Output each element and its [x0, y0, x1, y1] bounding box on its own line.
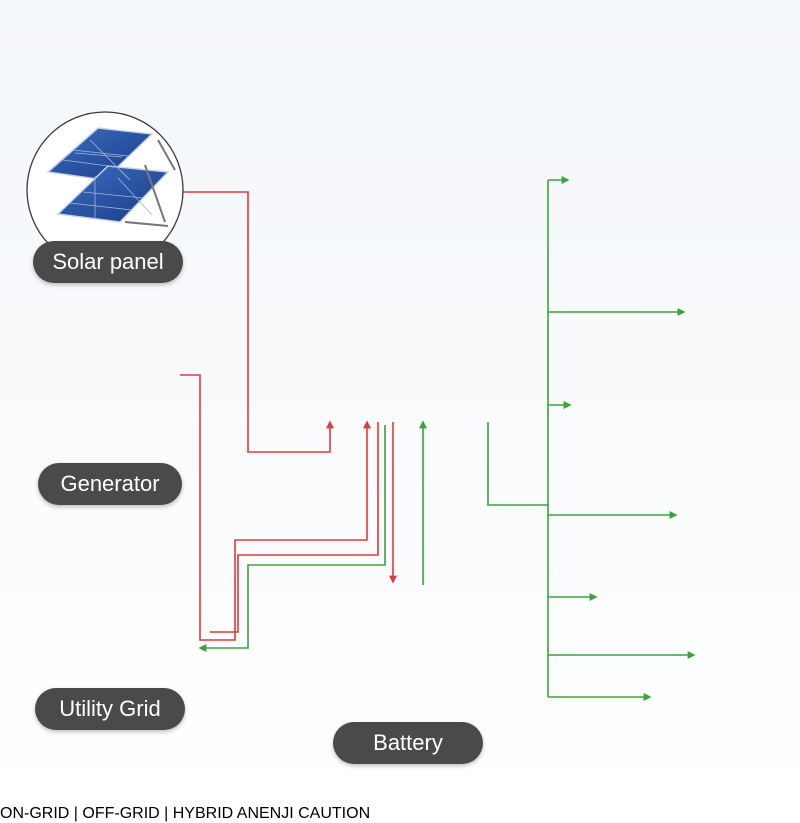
battery-label: Battery: [333, 722, 483, 764]
caution-sticker: CAUTION: [298, 805, 370, 822]
inverter-yellow-base: ON-GRID | OFF-GRID | HYBRID ANENJI CAUTI…: [0, 805, 370, 822]
utility-grid-label: Utility Grid: [35, 688, 185, 730]
inverter-unit: ON-GRID | OFF-GRID | HYBRID ANENJI CAUTI…: [0, 805, 370, 822]
generator-label: Generator: [38, 463, 182, 505]
solar-panel-icon: [46, 127, 176, 227]
grid-to-inverter-line: [210, 422, 379, 633]
inverter-brand-logo: ANENJI: [236, 805, 294, 822]
input-lines: [180, 191, 397, 641]
inverter-to-loads-trunk: [487, 422, 548, 506]
inverter-display-panel: ON-GRID | OFF-GRID | HYBRID ANENJI CAUTI…: [0, 805, 370, 822]
inverter-to-grid-line: [198, 425, 386, 652]
inverter-mode-text: ON-GRID | OFF-GRID | HYBRID: [0, 805, 234, 822]
generator-grid-to-inverter-line: [180, 374, 371, 641]
solar-source: [26, 111, 184, 269]
lcd-screen: ANENJI CAUTION: [237, 805, 370, 822]
solar-panel-label: Solar panel: [33, 241, 183, 283]
output-lines: [198, 176, 696, 701]
solar-to-inverter-line: [180, 191, 334, 453]
diagram-canvas: [0, 0, 800, 800]
caution-text: CAUTION: [298, 805, 371, 822]
inverter-body: ON-GRID | OFF-GRID | HYBRID ANENJI CAUTI…: [0, 805, 370, 822]
warning-triangle-icon: CAUTION: [298, 805, 370, 822]
